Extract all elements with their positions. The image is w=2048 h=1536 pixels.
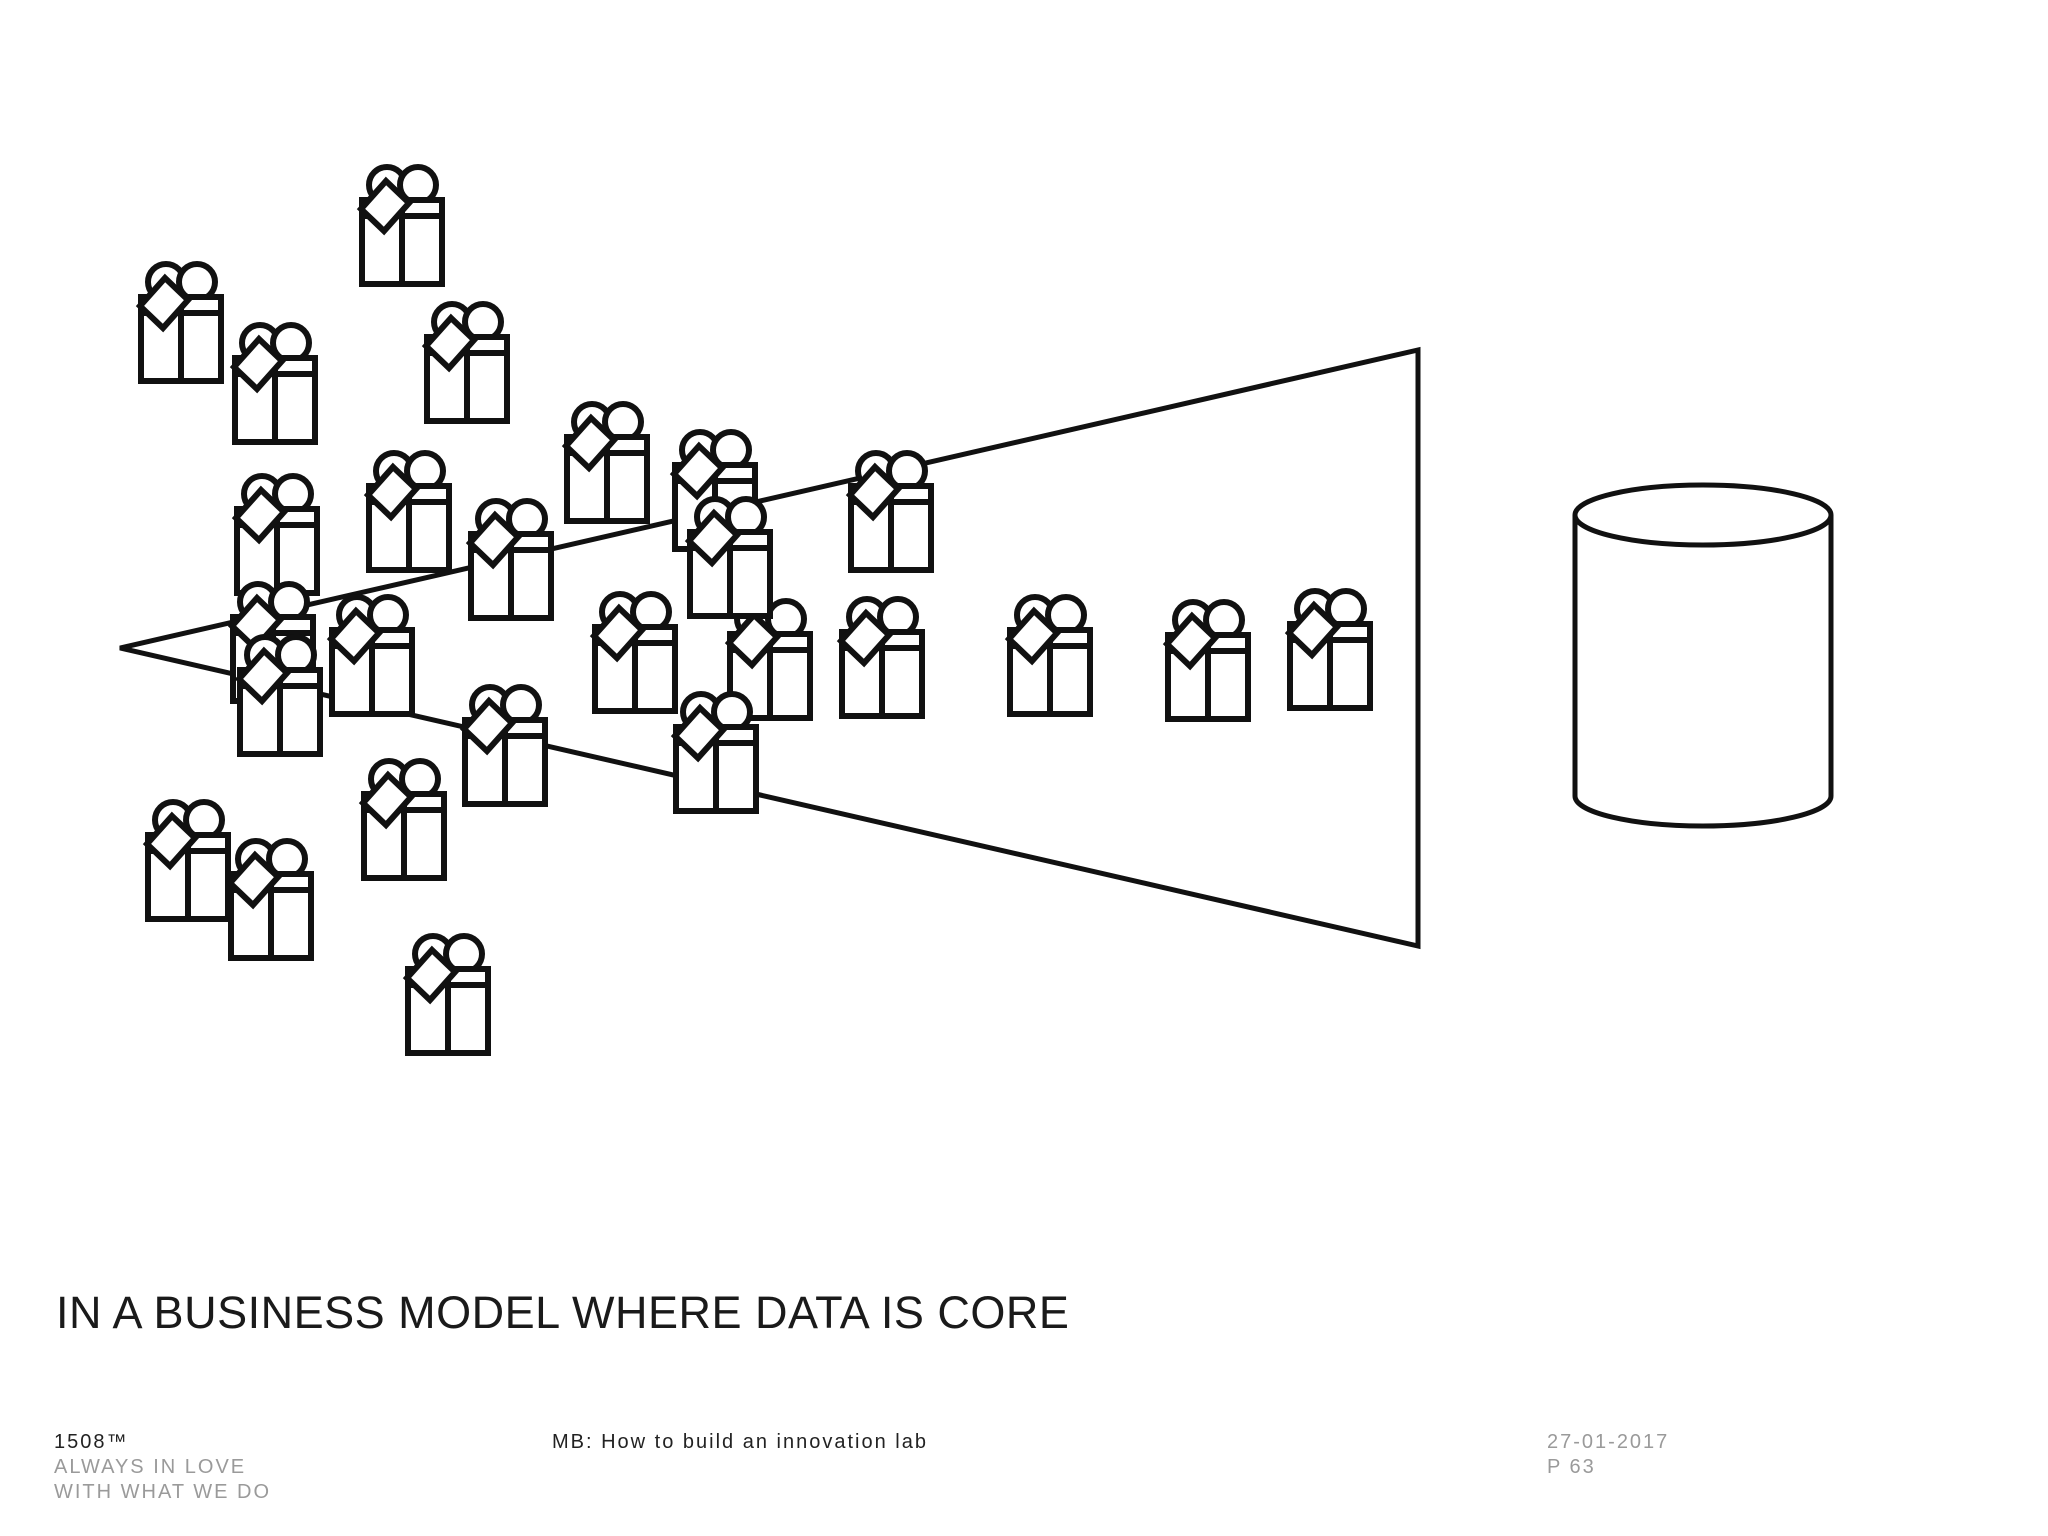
database-cylinder-icon xyxy=(1572,482,1834,829)
brand-name: 1508™ xyxy=(54,1431,129,1453)
brand-tagline-1: ALWAYS IN LOVE xyxy=(54,1456,247,1478)
gift-icon xyxy=(1289,591,1370,708)
gift-icon xyxy=(1009,597,1090,714)
footer-brand-block: 1508™ ALWAYS IN LOVE WITH WHAT WE DO xyxy=(54,1430,271,1505)
gift-icon xyxy=(140,264,221,381)
gift-icon xyxy=(470,501,551,618)
gift-icon xyxy=(368,453,449,570)
gift-icon xyxy=(331,597,412,714)
presentation-title: MB: How to build an innovation lab xyxy=(552,1431,928,1453)
page-title: IN A BUSINESS MODEL WHERE DATA IS CORE xyxy=(56,1287,1070,1338)
gift-icon xyxy=(689,499,770,616)
gift-icon xyxy=(236,476,317,593)
gift-icon xyxy=(464,687,545,804)
gift-icon xyxy=(230,841,311,958)
gift-icon xyxy=(361,167,442,284)
gift-icon xyxy=(426,304,507,421)
gift-icon xyxy=(675,694,756,811)
funnel-shape xyxy=(119,346,1421,950)
gift-icon xyxy=(363,761,444,878)
slide-date: 27-01-2017 xyxy=(1547,1431,1670,1453)
gift-icon xyxy=(841,599,922,716)
page-number: P 63 xyxy=(1547,1456,1596,1478)
gift-icon xyxy=(1167,602,1248,719)
gift-icon xyxy=(234,325,315,442)
gift-icon xyxy=(239,637,320,754)
brand-tagline-2: WITH WHAT WE DO xyxy=(54,1481,272,1503)
gift-icon xyxy=(407,936,488,1053)
gift-icon xyxy=(566,404,647,521)
gift-icon xyxy=(147,802,228,919)
footer-meta: 27-01-2017 P 63 xyxy=(1547,1430,1669,1480)
gift-icon xyxy=(850,453,931,570)
gift-icon xyxy=(594,594,675,711)
